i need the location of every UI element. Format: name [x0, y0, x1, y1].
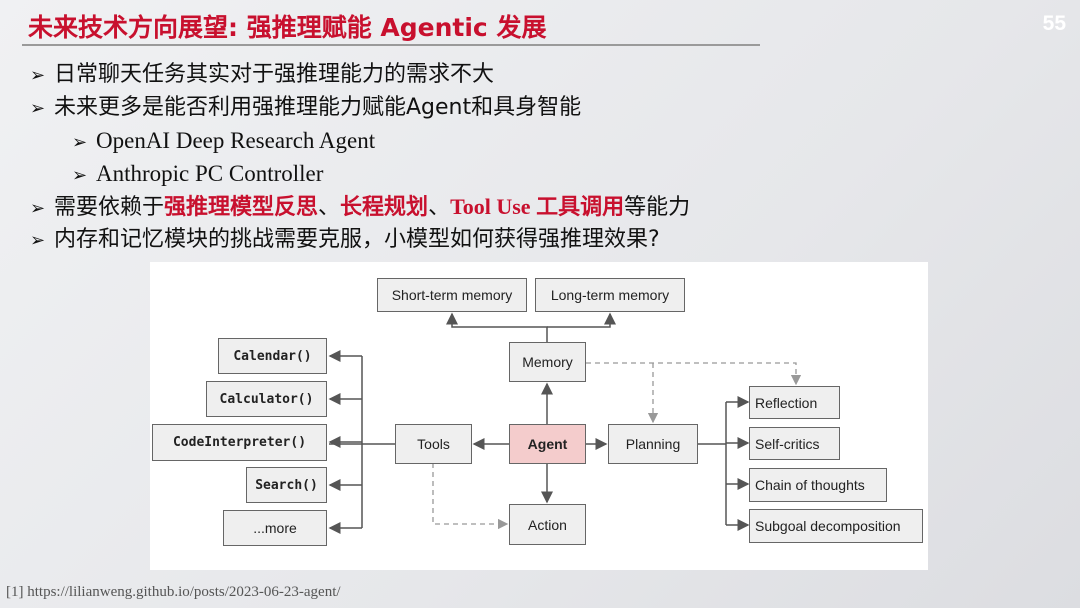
- highlight-reflection: 强推理模型反思: [164, 195, 319, 220]
- bullet-item: ➢ 未来更多是能否利用强推理能力赋能Agent和具身智能: [30, 91, 690, 124]
- slide-title: 未来技术方向展望: 强推理赋能 Agentic 发展: [28, 13, 547, 42]
- bullet-text: 、: [318, 195, 341, 220]
- bullet-arrow-icon: ➢: [72, 165, 88, 185]
- highlight-tool-call: 工具调用: [536, 195, 625, 220]
- sub-bullet-item: ➢ OpenAI Deep Research Agent: [30, 124, 690, 157]
- diagram-connectors: [328, 312, 802, 534]
- bullet-text: 未来更多是能否利用强推理能力赋能Agent和具身智能: [54, 95, 582, 120]
- bullet-arrow-icon: ➢: [30, 230, 46, 251]
- bullet-text: OpenAI Deep Research Agent: [96, 128, 376, 153]
- bullet-arrow-icon: ➢: [30, 65, 46, 86]
- bullet-text: Anthropic PC Controller: [96, 161, 324, 186]
- bullet-text: 、: [428, 195, 451, 220]
- title-divider: [22, 44, 760, 46]
- bullet-arrow-icon: ➢: [72, 132, 88, 152]
- reference-footnote: [1] https://lilianweng.github.io/posts/2…: [6, 584, 341, 600]
- tool-calculator-box: Calculator(): [206, 381, 327, 417]
- long-term-memory-box: Long-term memory: [535, 278, 685, 312]
- sub-bullet-item: ➢ Anthropic PC Controller: [30, 157, 690, 190]
- tool-more-box: ...more: [223, 510, 327, 546]
- bullet-text: 内存和记忆模块的挑战需要克服，小模型如何获得强推理效果?: [54, 227, 660, 252]
- chain-of-thoughts-box: Chain of thoughts: [749, 468, 887, 502]
- highlight-tool-use: Tool Use: [450, 194, 537, 219]
- agent-diagram: Short-term memory Long-term memory Memor…: [150, 262, 928, 570]
- memory-box: Memory: [509, 342, 586, 382]
- bullet-item: ➢ 日常聊天任务其实对于强推理能力的需求不大: [30, 58, 690, 91]
- bullet-text: 日常聊天任务其实对于强推理能力的需求不大: [54, 62, 495, 87]
- bullet-arrow-icon: ➢: [30, 98, 46, 119]
- planning-box: Planning: [608, 424, 698, 464]
- bullet-list: ➢ 日常聊天任务其实对于强推理能力的需求不大 ➢ 未来更多是能否利用强推理能力赋能A…: [30, 58, 690, 256]
- self-critics-box: Self-critics: [749, 427, 840, 460]
- bullet-item: ➢ 内存和记忆模块的挑战需要克服，小模型如何获得强推理效果?: [30, 223, 690, 256]
- bullet-arrow-icon: ➢: [30, 198, 46, 219]
- action-box: Action: [509, 504, 586, 545]
- page-number: 55: [1042, 12, 1066, 35]
- reflection-box: Reflection: [749, 386, 840, 419]
- bullet-text: 等能力: [624, 195, 691, 220]
- tool-code-interpreter-box: CodeInterpreter(): [152, 424, 327, 461]
- bullet-text: 需要依赖于: [54, 195, 165, 220]
- agent-box: Agent: [509, 424, 586, 464]
- tools-box: Tools: [395, 424, 472, 464]
- short-term-memory-box: Short-term memory: [377, 278, 527, 312]
- tool-calendar-box: Calendar(): [218, 338, 327, 374]
- highlight-planning: 长程规划: [340, 195, 429, 220]
- tool-search-box: Search(): [246, 467, 327, 503]
- subgoal-decomposition-box: Subgoal decomposition: [749, 509, 923, 543]
- bullet-item: ➢需要依赖于强推理模型反思、长程规划、Tool Use 工具调用等能力: [30, 190, 690, 223]
